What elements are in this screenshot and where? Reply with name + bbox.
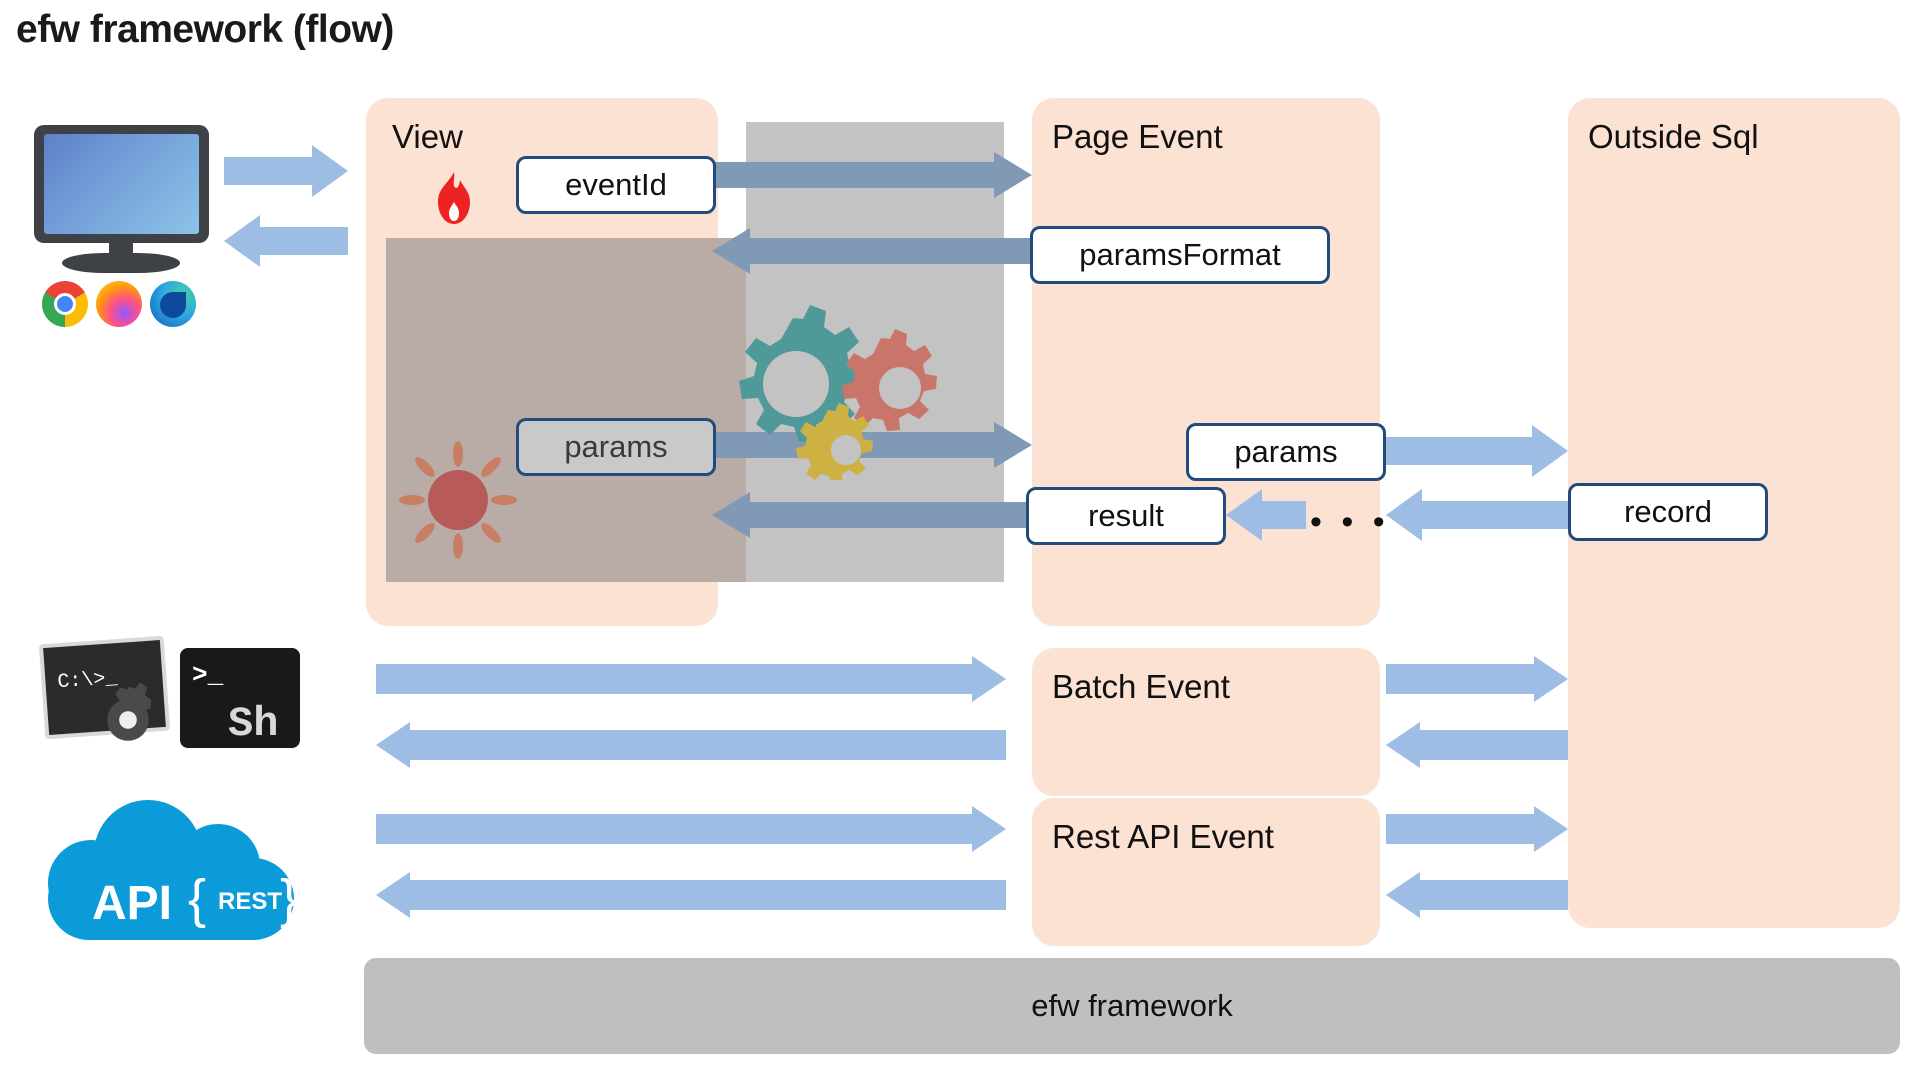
- panel-rest-api-event-label: Rest API Event: [1052, 818, 1274, 855]
- arrow-view-to-client: [224, 215, 348, 267]
- chip-params-view[interactable]: params: [516, 418, 716, 476]
- chip-event-id[interactable]: eventId: [516, 156, 716, 214]
- rest-label: REST: [218, 888, 283, 915]
- arrow-api-to-rest-api-event: [376, 806, 1006, 852]
- arrow-eventid-to-page-event: [712, 152, 1032, 198]
- framework-bar: efw framework: [364, 958, 1900, 1054]
- panel-batch-event-label: Batch Event: [1052, 668, 1230, 705]
- page-title: efw framework (flow): [16, 8, 394, 51]
- brace-close: }: [280, 869, 299, 929]
- panel-view-label: View: [392, 118, 463, 155]
- panel-page-event: [1032, 98, 1380, 626]
- arrow-batch-event-to-console: [376, 722, 1006, 768]
- arrow-page-event-to-view-format: [712, 228, 1032, 274]
- panel-batch-event: [1032, 648, 1380, 796]
- arrow-page-event-result-to-view: [712, 492, 1032, 538]
- arrow-outside-sql-to-rest-api-event: [1386, 872, 1568, 918]
- arrow-rest-api-event-to-api: [376, 872, 1006, 918]
- api-rest-cloud-icon: API { REST }: [48, 800, 298, 950]
- ellipsis-label: • • •: [1310, 503, 1390, 541]
- sun-icon: [399, 441, 517, 559]
- brace-open: {: [188, 869, 207, 929]
- framework-bar-label: efw framework: [1031, 988, 1233, 1023]
- arrow-rest-api-event-to-outside-sql: [1386, 806, 1568, 852]
- gears-icon: [739, 305, 937, 480]
- arrow-record-to-page-event: [1386, 489, 1568, 541]
- panel-rest-api-event: [1032, 798, 1380, 946]
- arrow-console-to-batch-event: [376, 656, 1006, 702]
- flame-icon: [438, 172, 470, 224]
- api-label: API: [92, 877, 173, 930]
- chip-record[interactable]: record: [1568, 483, 1768, 541]
- gear-badge-icon: [107, 682, 152, 741]
- arrow-ellipsis-to-result: [1226, 489, 1306, 541]
- arrow-client-to-view: [224, 145, 348, 197]
- chip-result[interactable]: result: [1026, 487, 1226, 545]
- arrow-params-to-outside-sql: [1386, 425, 1568, 477]
- arrow-batch-event-to-outside-sql: [1386, 656, 1568, 702]
- chip-params-sql[interactable]: params: [1186, 423, 1386, 481]
- chip-params-format[interactable]: paramsFormat: [1030, 226, 1330, 284]
- panel-page-event-label: Page Event: [1052, 118, 1223, 155]
- panel-outside-sql-label: Outside Sql: [1588, 118, 1759, 155]
- arrow-outside-sql-to-batch-event: [1386, 722, 1568, 768]
